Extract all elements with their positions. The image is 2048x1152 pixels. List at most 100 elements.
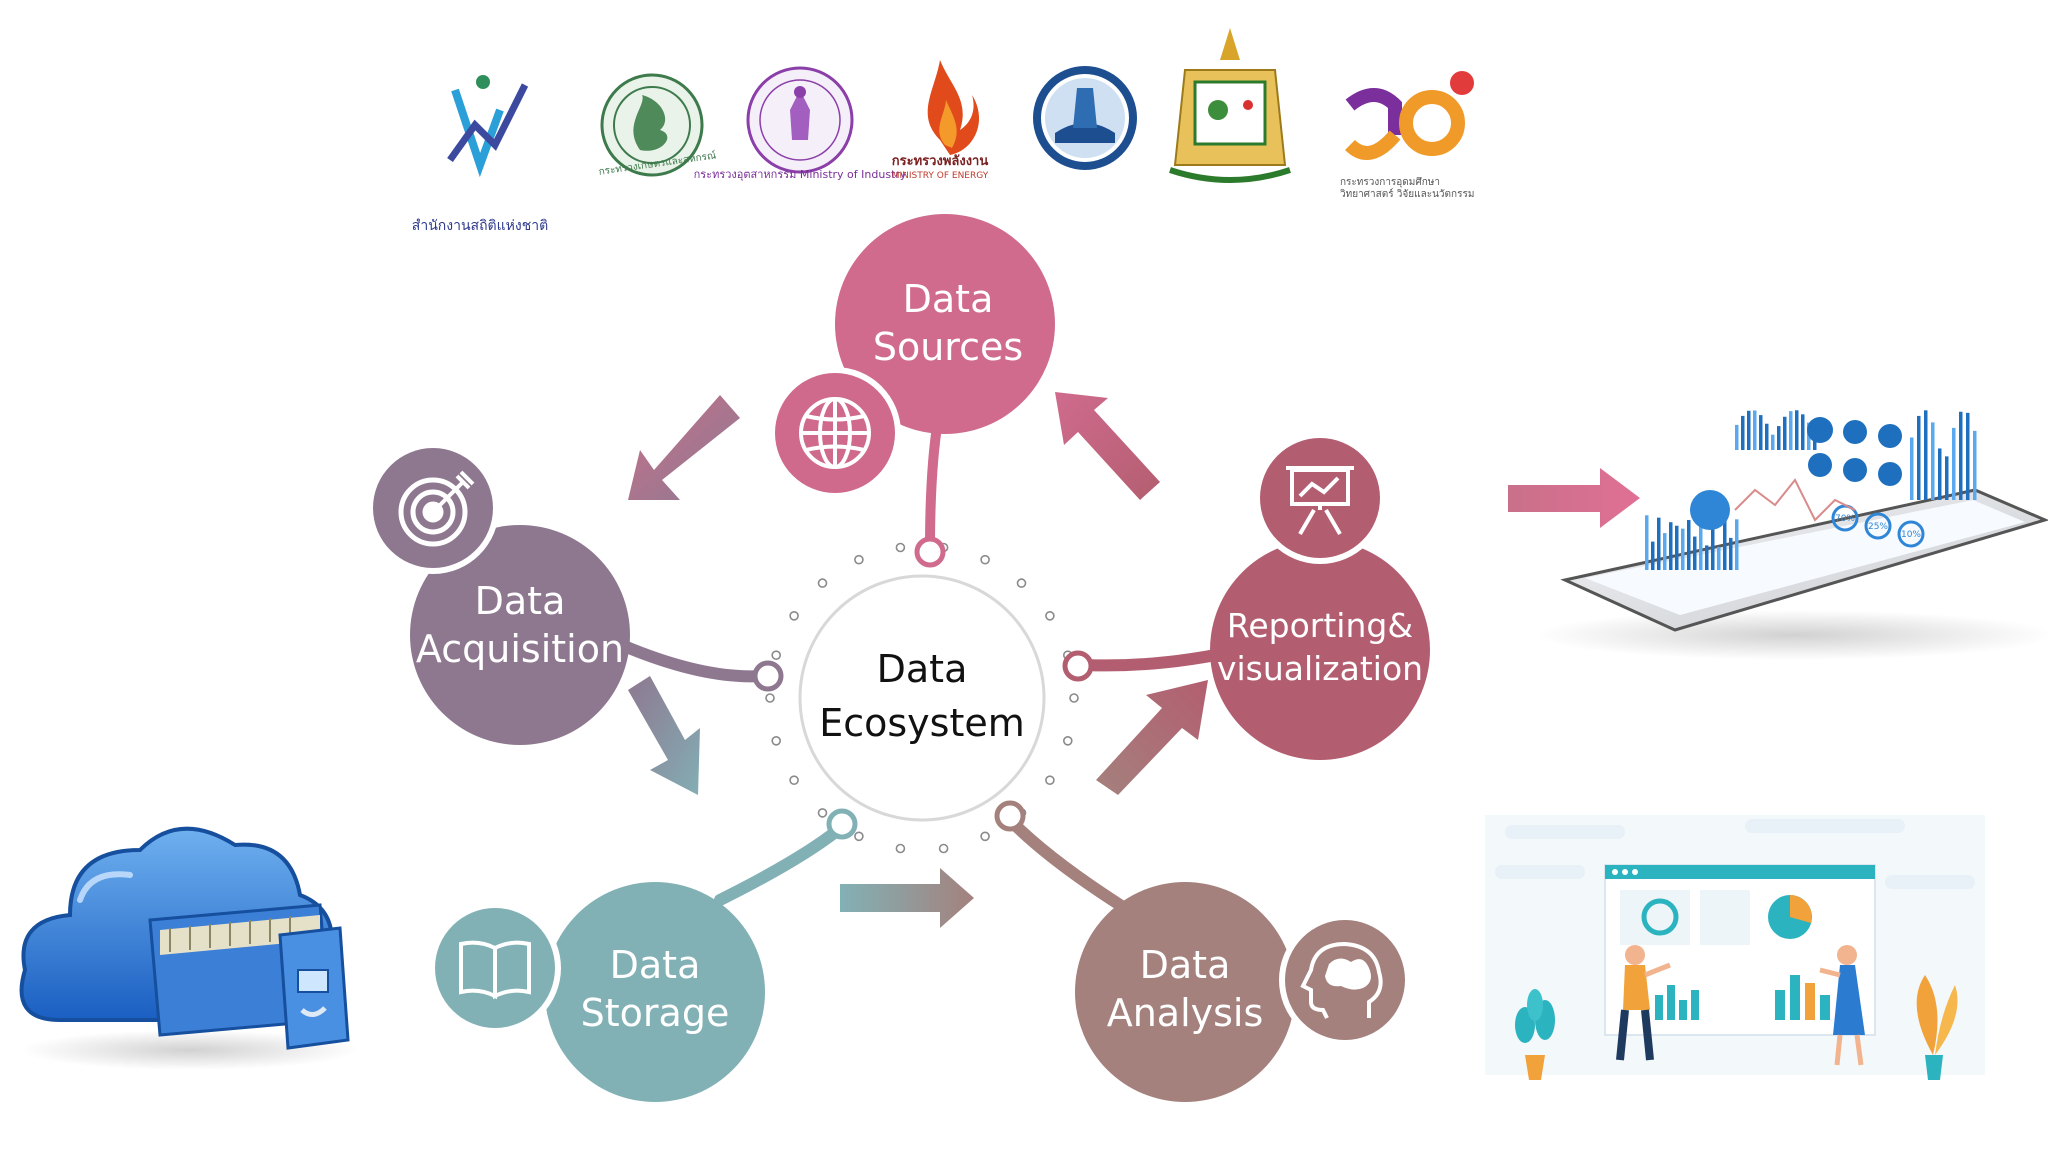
ring-dot [895, 843, 906, 854]
brain-icon [1300, 941, 1383, 1019]
node-reporting-visualization: Reporting& visualization [1210, 432, 1430, 760]
center-label-line1: Data [877, 647, 968, 691]
stem-sources-end [914, 536, 946, 568]
province-seal-blue [1033, 66, 1137, 170]
node-data-storage-line1: Data [610, 943, 701, 987]
tablet-bar [1741, 415, 1745, 450]
province-seal-gold [1169, 28, 1291, 183]
tablet-bar [1753, 410, 1757, 450]
plant-left [1515, 989, 1555, 1080]
tablet-bar [1717, 546, 1721, 570]
science-logo-caption: กระทรวงการอุดมศึกษา [1340, 176, 1440, 188]
gauge-label-3: 10% [1901, 530, 1921, 540]
tablet-bar [1729, 537, 1733, 570]
ring-dot [789, 610, 799, 621]
tablet-bar [1931, 422, 1935, 500]
ring-dot [771, 650, 782, 661]
tablet-bar [1759, 415, 1763, 450]
logo-row: สำนักงานสถิติแห่งชาติ กระทรวงเกษตรและสหก… [412, 28, 1475, 234]
node-data-acquisition: Data Acquisition [367, 442, 630, 745]
tablet-bar [1651, 541, 1655, 570]
nso-logo: สำนักงานสถิติแห่งชาติ [412, 75, 548, 234]
tablet-bar [1952, 427, 1956, 500]
node-data-sources: Data Sources [769, 214, 1055, 499]
nso-logo-caption: สำนักงานสถิติแห่งชาติ [412, 218, 548, 234]
gauge-label-2: 25% [1868, 522, 1888, 532]
cloud-storage-illustration [19, 826, 360, 1070]
tablet-bar [1783, 416, 1787, 450]
tablet-bar [1966, 412, 1970, 500]
ring-dot [854, 831, 864, 842]
flow-arrows [628, 392, 1640, 928]
stem-storage [714, 824, 844, 906]
node-data-analysis: Data Analysis [1075, 882, 1411, 1102]
tablet-bar [1938, 448, 1942, 500]
arrow-storage-to-analysis [840, 868, 974, 928]
ring-dot [980, 554, 990, 565]
person-right [1819, 945, 1865, 1066]
tablet-bar [1735, 519, 1739, 570]
tablet-bar [1735, 424, 1739, 450]
tablet-bar [1910, 437, 1914, 500]
ring-dot [1069, 693, 1079, 703]
book-icon [459, 940, 531, 1000]
tablet-bar [1657, 517, 1661, 570]
science-ministry-logo: กระทรวงการอุดมศึกษา วิทยาศาสตร์ วิจัยและ… [1340, 71, 1475, 200]
tablet-line-chart [1734, 478, 1856, 522]
ring-dot [765, 693, 775, 703]
dashboard-bars [1655, 975, 1830, 1020]
tablet-bar [1681, 528, 1685, 570]
energy-logo-caption: กระทรวงพลังงาน [892, 154, 989, 169]
node-data-analysis-line1: Data [1140, 943, 1231, 987]
tablet-bar [1747, 410, 1751, 450]
ring-dot [980, 831, 990, 842]
ring-dot [817, 808, 828, 818]
tablet-bar [1723, 516, 1727, 570]
industry-ministry-seal: กระทรวงอุตสาหกรรม Ministry of Industry [694, 66, 907, 181]
tablet-bar [1924, 410, 1928, 500]
tablet-bar [1771, 434, 1775, 450]
node-data-acquisition-line1: Data [475, 579, 566, 623]
tablet-bar [1801, 414, 1805, 450]
agriculture-ministry-seal: กระทรวงเกษตรและสหกรณ์ [598, 73, 717, 178]
tablet-bar [1795, 410, 1799, 450]
center-label-line2: Ecosystem [819, 701, 1025, 745]
tablet-bar [1917, 415, 1921, 500]
node-data-acquisition-line2: Acquisition [416, 627, 624, 671]
arrow-reporting-to-sources [1055, 392, 1160, 500]
tablet-bar [1959, 411, 1963, 500]
target-icon [398, 470, 475, 547]
ring-dot [938, 843, 949, 854]
ring-dot [895, 542, 906, 553]
stem-acquisition-end [752, 660, 784, 692]
ring-dot [1045, 775, 1055, 786]
presentation-chart-icon [1286, 466, 1354, 536]
ring-dot [854, 554, 864, 565]
gauge-label-1: 70% [1835, 514, 1855, 524]
globe-icon [799, 397, 871, 469]
stem-acquisition [604, 634, 768, 683]
tablet-bar [1669, 522, 1673, 570]
arrow-sources-to-acquisition [628, 395, 740, 500]
tablet-bar [1693, 536, 1697, 570]
ring-dot [1016, 578, 1027, 588]
industry-seal-caption: กระทรวงอุตสาหกรรม Ministry of Industry [694, 168, 907, 181]
tablet-bar [1711, 515, 1715, 570]
tablet-bar [1765, 423, 1769, 450]
node-data-sources-line1: Data [903, 277, 994, 321]
tablet-bar [1645, 515, 1649, 570]
tablet-bar [1789, 411, 1793, 450]
science-logo-caption-2: วิทยาศาสตร์ วิจัยและนวัตกรรม [1340, 188, 1475, 200]
tablet-bar [1973, 430, 1977, 500]
dotted-ring [765, 542, 1079, 854]
tablet-bar [1675, 525, 1679, 570]
stem-analysis [1006, 816, 1126, 911]
node-data-analysis-line2: Analysis [1107, 991, 1264, 1035]
stem-analysis-end [994, 800, 1026, 832]
arrow-acquisition-to-storage [628, 676, 700, 795]
dashboard-team-illustration [1485, 815, 1985, 1080]
ring-dot [789, 775, 799, 786]
arrow-to-dashboard [1508, 468, 1640, 528]
stem-sources [925, 415, 943, 553]
